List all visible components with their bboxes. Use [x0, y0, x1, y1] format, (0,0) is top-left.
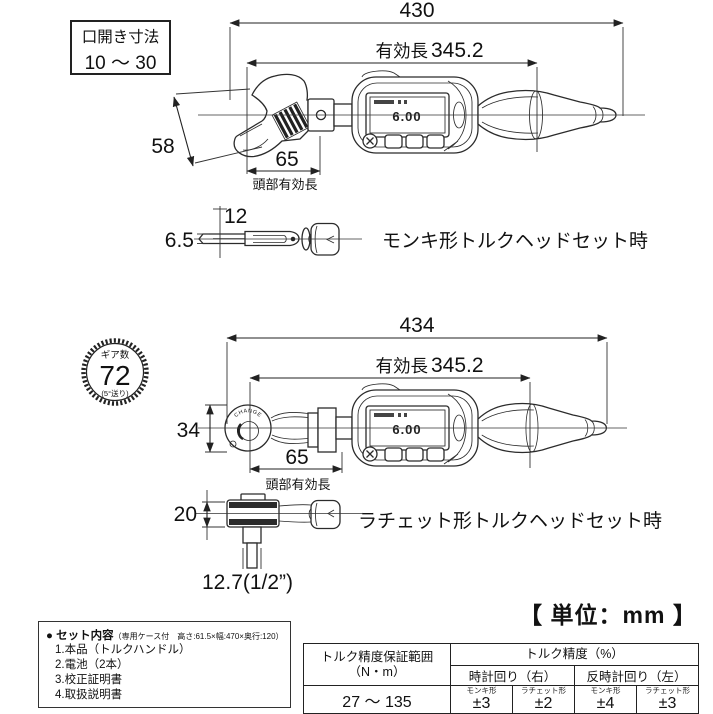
dim-effective-label-bottom: 有効長 — [376, 356, 429, 376]
dim-effective-value-top: 345.2 — [431, 39, 484, 62]
accuracy-cell: ラチェット形 ±3 — [636, 685, 699, 714]
dim-head-length-label-bottom: 頭部有効長 — [265, 477, 330, 492]
head-type-label: モンキ形 — [590, 686, 621, 695]
set-contents-title: セット内容 — [56, 630, 114, 642]
dim-square-drive: 12.7(1/2”) — [202, 571, 293, 594]
worm-screw-knurl — [271, 101, 311, 141]
dim-side-width: 12 — [224, 205, 247, 228]
accuracy-header-cell: トルク精度（%） — [450, 643, 699, 666]
accuracy-cell: モンキ形 ±3 — [450, 685, 513, 714]
accuracy-value: ±3 — [472, 695, 491, 712]
head-type-label: ラチェット形 — [521, 686, 566, 695]
dim-effective-label-top: 有効長 — [376, 41, 429, 61]
gear-sub: (5°送り) — [101, 388, 129, 398]
gear-label: ギア数 — [101, 349, 130, 361]
ratchet-caption: ラチェット形トルクヘッドセット時 — [358, 510, 662, 532]
torque-accuracy-table: トルク精度保証範囲 （N・m） トルク精度（%） 時計回り（右） 反時計回り（左… — [303, 643, 699, 714]
clockwise-header-cell: 時計回り（右） — [450, 665, 575, 686]
range-header-cell: トルク精度保証範囲 （N・m） — [303, 643, 451, 686]
accuracy-value: ±4 — [596, 695, 615, 712]
set-item: 4.取扱説明書 — [55, 689, 123, 701]
dim-effective-value-bottom: 345.2 — [431, 354, 484, 377]
lcd-readout-top: 6.00 — [392, 109, 421, 124]
monkey-caption: モンキ形トルクヘッドセット時 — [382, 230, 648, 252]
range-header-line1: トルク精度保証範囲 — [320, 649, 434, 664]
set-item: 1.本品（トルクハンドル） — [55, 644, 191, 656]
bullet-icon: ● — [46, 630, 53, 642]
set-contents-box: ● セット内容（専用ケース付 高さ:61.5×幅:470×奥行:120） 1.本… — [38, 621, 291, 708]
dim-head-length-bottom: 65 — [285, 446, 308, 469]
gear-count-badge: ギア数 72 (5°送り) — [81, 338, 149, 406]
gear-value: 72 — [99, 360, 130, 391]
dim-total-length-bottom: 434 — [399, 314, 434, 337]
counterclockwise-header-cell: 反時計回り（左） — [574, 665, 699, 686]
ratchet-head-change-label: CHANGE — [233, 408, 262, 419]
head-type-label: モンキ形 — [466, 686, 497, 695]
set-item: 3.校正証明書 — [55, 674, 123, 686]
monkey-wrench-drawing: 6.00 430 有効長 345.2 58 65 頭部有効長 — [151, 0, 645, 192]
unit-note: 【 単位：mm 】 — [519, 602, 697, 628]
range-header-line2: （N・m） — [348, 664, 406, 679]
dim-head-length-label-top: 頭部有効長 — [252, 177, 317, 192]
set-contents-note: （専用ケース付 高さ:61.5×幅:470×奥行:120） — [113, 632, 284, 641]
dim-side-thickness-ratchet: 20 — [174, 503, 197, 526]
set-contents-title-row: ● セット内容（専用ケース付 高さ:61.5×幅:470×奥行:120） — [46, 627, 284, 643]
accuracy-value: ±3 — [658, 695, 677, 712]
monkey-side-view: 12 6.5 モンキ形トルクヘッドセット時 — [165, 205, 648, 258]
accuracy-cell: ラチェット形 ±2 — [512, 685, 575, 714]
jaw-opening-label: 口開き寸法 — [81, 29, 160, 46]
ratchet-side-view: 20 12.7(1/2”) ラチェット形トルクヘッドセット時 — [174, 490, 662, 594]
jaw-opening-spec-box: 口開き寸法 10 〜 30 — [70, 20, 171, 75]
accuracy-cell: モンキ形 ±4 — [574, 685, 637, 714]
ratchet-wrench-drawing: CHANGE 6.00 434 有効長 345.2 34 65 頭部有効長 — [177, 314, 627, 492]
set-item: 2.電池（2本） — [55, 659, 129, 671]
range-value-cell: 27 〜 135 — [303, 685, 451, 714]
dim-side-thickness: 6.5 — [165, 229, 194, 252]
head-type-label: ラチェット形 — [645, 686, 690, 695]
jaw-opening-range: 10 〜 30 — [84, 53, 157, 74]
dim-total-length-top: 430 — [399, 0, 434, 22]
accuracy-value: ±2 — [534, 695, 553, 712]
dim-head-diameter: 34 — [177, 419, 201, 442]
dim-head-width: 58 — [151, 135, 174, 158]
lcd-readout-bottom: 6.00 — [392, 422, 421, 437]
dim-head-length-top: 65 — [275, 148, 298, 171]
